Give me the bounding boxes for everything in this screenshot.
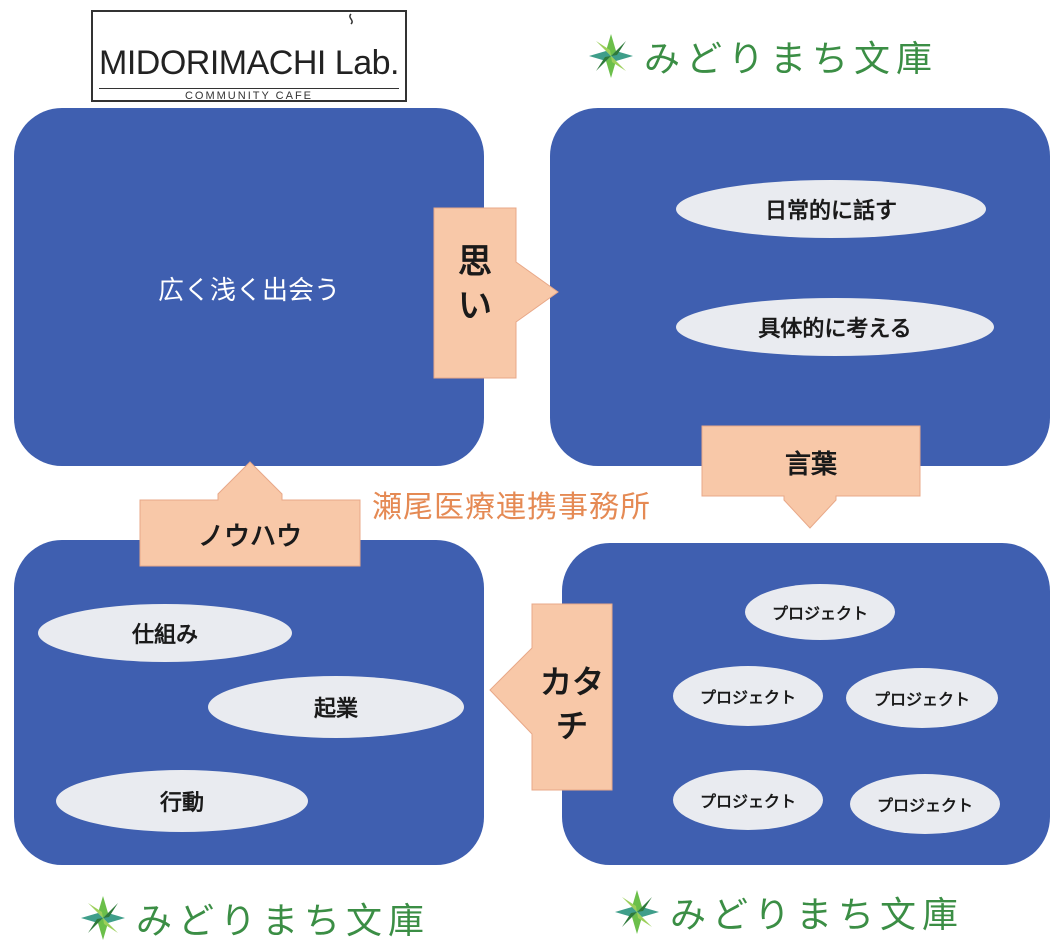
- arrow-down: [701, 425, 921, 529]
- arrow-right-line2: い: [458, 286, 492, 326]
- ellipse-project: プロジェクト: [846, 668, 998, 728]
- arrow-up-label: ノウハウ: [197, 522, 302, 552]
- arrow-down-label: 言葉: [784, 450, 837, 480]
- arrow-left-line1: カタ: [539, 663, 604, 701]
- logo-divider: [99, 88, 399, 89]
- ellipse-action: 行動: [56, 770, 308, 832]
- ellipse-project: プロジェクト: [850, 774, 1000, 834]
- star-leaf-icon: [615, 890, 659, 934]
- arrow-left-label: カタ チ: [532, 660, 612, 748]
- brand-name: みどりまち文庫: [670, 895, 965, 936]
- quadrant-top-left: [14, 108, 484, 466]
- quadrant-top-right: [550, 108, 1050, 466]
- arrow-right: [433, 207, 559, 379]
- star-leaf-icon: [589, 34, 633, 78]
- ellipse-think-concretely: 具体的に考える: [676, 298, 994, 356]
- brand-label-bottom-right: みどりまち文庫: [612, 886, 964, 938]
- brand-name: みどりまち文庫: [644, 39, 939, 80]
- arrow-left: [489, 603, 613, 791]
- arrow-up: [139, 461, 361, 567]
- logo-title: MIDORIMACHI Lab.: [99, 44, 399, 82]
- meet-broadly-text: 広く浅く出会う: [157, 276, 340, 306]
- ellipse-project: プロジェクト: [745, 584, 895, 640]
- flask-icon: [349, 13, 353, 25]
- brand-label-top: みどりまち文庫: [586, 30, 938, 82]
- arrow-right-label: 思 い: [434, 240, 516, 328]
- office-name: 瀬尾医療連携事務所: [372, 490, 651, 525]
- ellipse-mechanism: 仕組み: [38, 604, 292, 662]
- ellipse-talk-daily: 日常的に話す: [676, 180, 986, 238]
- brand-label-bottom-left: みどりまち文庫: [78, 892, 430, 944]
- arrow-right-line1: 思: [458, 242, 492, 282]
- star-leaf-icon: [81, 896, 125, 940]
- arrow-left-line2: チ: [555, 707, 588, 745]
- brand-name: みどりまち文庫: [136, 901, 431, 942]
- midorimachi-lab-logo: MIDORIMACHI Lab. COMMUNITY CAFE: [91, 10, 407, 102]
- ellipse-project: プロジェクト: [673, 770, 823, 830]
- ellipse-project: プロジェクト: [673, 666, 823, 726]
- ellipse-startup: 起業: [208, 676, 464, 738]
- logo-subtitle: COMMUNITY CAFE: [184, 90, 314, 102]
